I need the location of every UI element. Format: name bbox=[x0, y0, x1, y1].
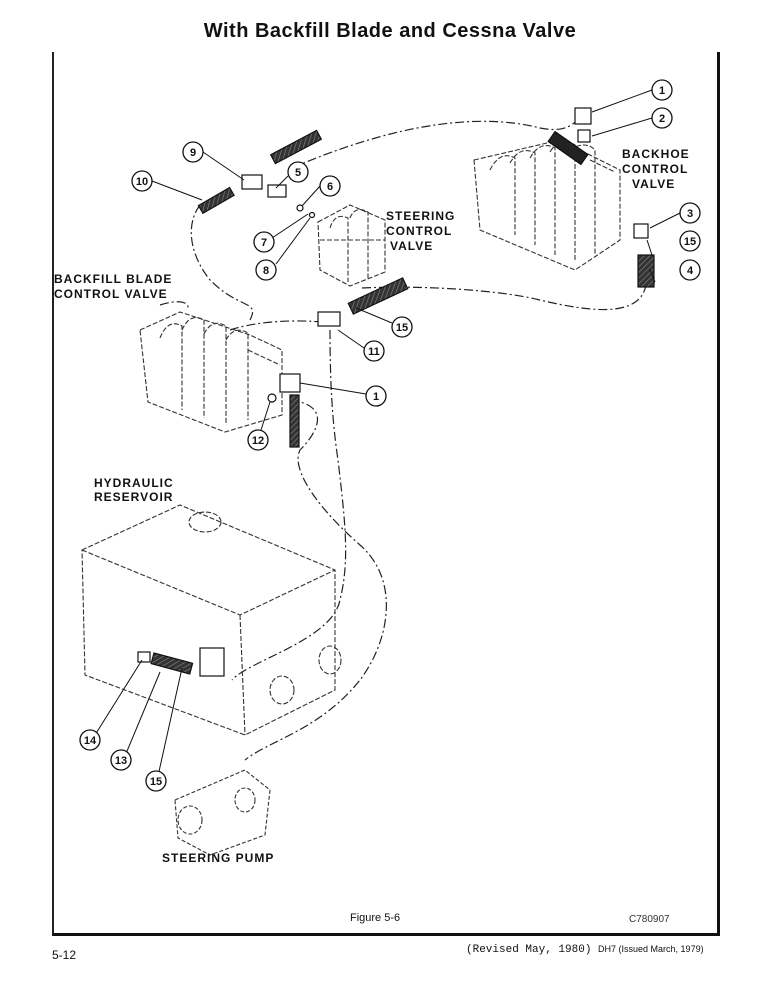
callout-3: 3 bbox=[679, 202, 701, 224]
svg-text:15: 15 bbox=[150, 776, 162, 788]
callout-1-backfill: 1 bbox=[365, 385, 387, 407]
svg-text:1: 1 bbox=[659, 85, 665, 97]
callout-4: 4 bbox=[679, 259, 701, 281]
callout-8: 8 bbox=[255, 259, 277, 281]
steering-pump-label: STEERING PUMP bbox=[162, 851, 274, 865]
hose-lines bbox=[159, 117, 647, 761]
steering-valve-label-line-2: CONTROL bbox=[386, 224, 452, 238]
svg-text:13: 13 bbox=[115, 755, 127, 767]
component-labels: BACKHOE CONTROL VALVE STEERING CONTROL V… bbox=[54, 147, 690, 865]
page-title: With Backfill Blade and Cessna Valve bbox=[203, 20, 577, 42]
svg-text:5: 5 bbox=[295, 167, 301, 179]
callout-14: 14 bbox=[79, 729, 101, 751]
callout-15-reservoir: 15 bbox=[145, 770, 167, 792]
backhoe-control-valve bbox=[473, 139, 621, 271]
svg-text:7: 7 bbox=[261, 237, 267, 249]
callout-6: 6 bbox=[319, 175, 341, 197]
callout-2: 2 bbox=[651, 107, 673, 129]
page-number: 5-12 bbox=[52, 948, 77, 962]
callout-1-backhoe: 1 bbox=[651, 79, 673, 101]
svg-text:11: 11 bbox=[368, 346, 380, 358]
drawing-code: C780907 bbox=[629, 914, 670, 925]
svg-text:14: 14 bbox=[84, 735, 97, 747]
callout-5: 5 bbox=[287, 161, 309, 183]
callout-12: 12 bbox=[247, 429, 269, 451]
backhoe-label-line-3: VALVE bbox=[632, 177, 675, 191]
reservoir-label-line-2: RESERVOIR bbox=[94, 490, 173, 504]
revision-note: (Revised May, 1980) DH7 (Issued March, 1… bbox=[466, 944, 704, 956]
callout-11: 11 bbox=[363, 340, 385, 362]
leader-lines bbox=[94, 89, 681, 777]
issued-date: DH7 (Issued March, 1979) bbox=[598, 944, 704, 954]
svg-text:10: 10 bbox=[136, 176, 148, 188]
svg-text:15: 15 bbox=[396, 322, 408, 334]
svg-text:6: 6 bbox=[327, 181, 333, 193]
figure-caption: Figure 5-6 bbox=[350, 912, 401, 924]
fittings bbox=[137, 107, 655, 677]
svg-text:9: 9 bbox=[190, 147, 196, 159]
callout-10: 10 bbox=[131, 170, 153, 192]
steering-valve-label-line-3: VALVE bbox=[390, 239, 433, 253]
backfill-blade-control-valve bbox=[139, 311, 283, 433]
svg-text:3: 3 bbox=[687, 208, 693, 220]
svg-text:12: 12 bbox=[252, 435, 264, 447]
steering-valve-label-line-1: STEERING bbox=[386, 209, 455, 223]
figure-frame bbox=[52, 52, 720, 936]
svg-text:1: 1 bbox=[373, 391, 379, 403]
steering-control-valve bbox=[317, 204, 386, 287]
callout-9: 9 bbox=[182, 141, 204, 163]
revised-date: (Revised May, 1980) bbox=[466, 944, 592, 956]
callout-13: 13 bbox=[110, 749, 132, 771]
svg-text:4: 4 bbox=[687, 265, 694, 277]
callouts: 1 2 3 15 4 9 5 10 6 7 8 15 11 1 12 14 13… bbox=[79, 79, 701, 792]
hydraulic-reservoir bbox=[81, 504, 342, 736]
steering-pump bbox=[174, 769, 271, 856]
backhoe-label-line-1: BACKHOE bbox=[622, 147, 690, 161]
backfill-label-line-2: CONTROL VALVE bbox=[54, 287, 168, 301]
svg-text:15: 15 bbox=[684, 236, 696, 248]
reservoir-label-line-1: HYDRAULIC bbox=[94, 476, 174, 490]
callout-15-backhoe: 15 bbox=[679, 230, 701, 252]
svg-text:8: 8 bbox=[263, 265, 269, 277]
callout-15-middle: 15 bbox=[391, 316, 413, 338]
svg-text:2: 2 bbox=[659, 113, 665, 125]
callout-7: 7 bbox=[253, 231, 275, 253]
backhoe-label-line-2: CONTROL bbox=[622, 162, 688, 176]
backfill-label-line-1: BACKFILL BLADE bbox=[54, 272, 172, 286]
